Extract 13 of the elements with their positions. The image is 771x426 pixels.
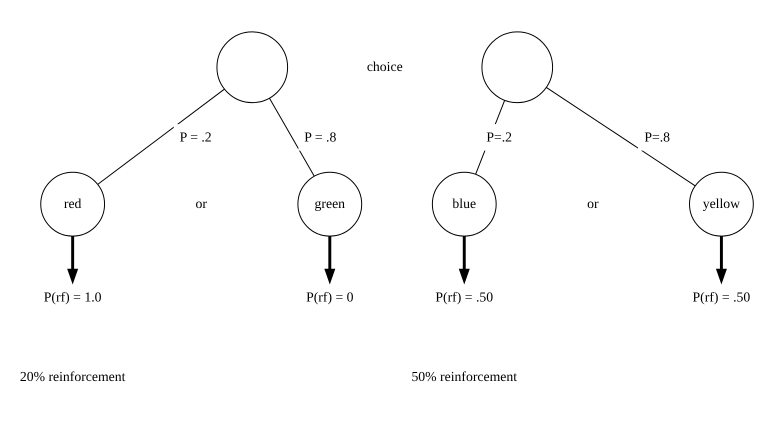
label: choice xyxy=(366,58,403,74)
node-text: P(rf) = .50 xyxy=(435,289,494,304)
edge-label: P=.2 xyxy=(486,129,512,144)
edge-label: P = .8 xyxy=(304,129,336,144)
node-text: P(rf) = 0 xyxy=(306,289,354,304)
edge-label: P = .2 xyxy=(180,129,212,144)
label: or xyxy=(196,195,207,210)
node-text: P(rf) = .50 xyxy=(692,289,750,304)
label: or xyxy=(587,195,599,210)
label: 20% reinforcement xyxy=(20,368,126,384)
node-text: P(rf) = 1.0 xyxy=(44,289,102,304)
edge-label: P=.8 xyxy=(644,129,670,144)
label: 50% reinforcement xyxy=(411,368,518,384)
